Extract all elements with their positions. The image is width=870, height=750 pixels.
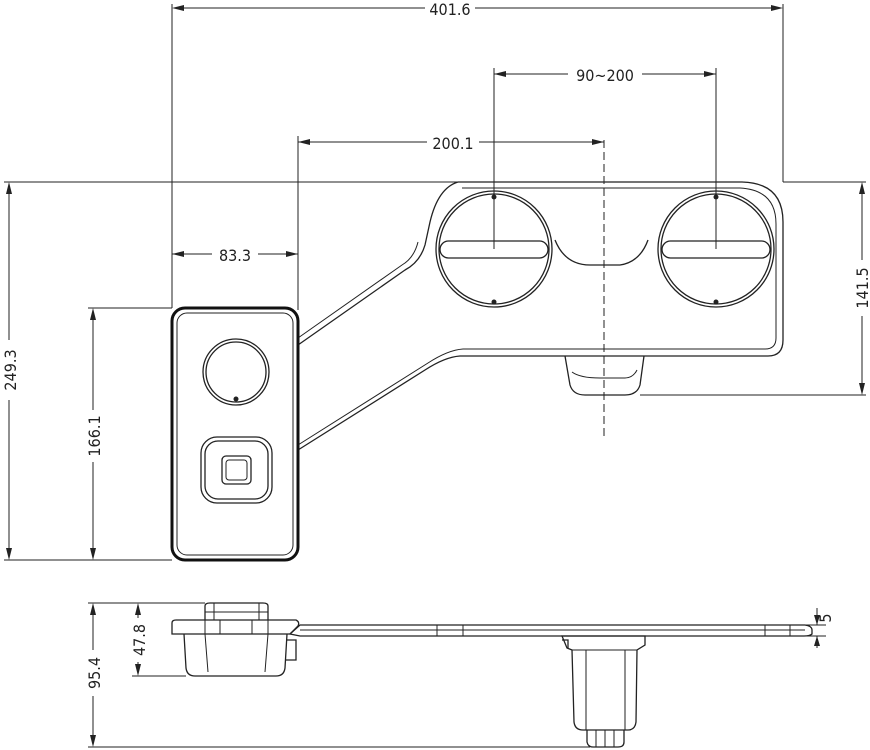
dim-side-total-height: 95.4 [85,657,104,689]
mounting-plate-inner-outline [297,187,777,446]
dim-overall-width: 401.6 [429,0,470,19]
dim-plate-thickness: 5 [816,613,835,622]
mounting-plate-outline [297,181,784,451]
toggle-button[interactable] [200,436,273,504]
dim-control-panel-height: 166.1 [85,415,104,456]
dim-seat-hole-spacing: 90~200 [576,66,634,85]
side-dimension-lines: 95.4 47.8 5 [84,602,835,748]
dimension-lines: 401.6 90~200 200.1 83.3 249.3 [0,0,870,561]
side-view [171,602,813,748]
dim-body-height: 141.5 [853,267,870,308]
control-panel-inner [176,312,294,556]
upper-arm-inner [297,241,419,339]
control-panel [170,306,300,562]
dim-control-to-center: 200.1 [432,134,473,153]
side-control-body [183,633,288,677]
top-view [170,140,784,562]
dim-overall-depth: 249.3 [1,349,20,390]
dim-control-to-body: 83.3 [219,246,251,265]
side-panel-plate [171,619,300,635]
pressure-knob[interactable] [202,338,270,406]
upper-arm [297,181,459,346]
nozzle-housing-inner [571,369,638,379]
plate-notch [554,239,649,266]
dim-side-panel-height: 47.8 [130,624,149,656]
side-nozzle-body [561,635,646,731]
nozzle-housing [564,355,645,396]
